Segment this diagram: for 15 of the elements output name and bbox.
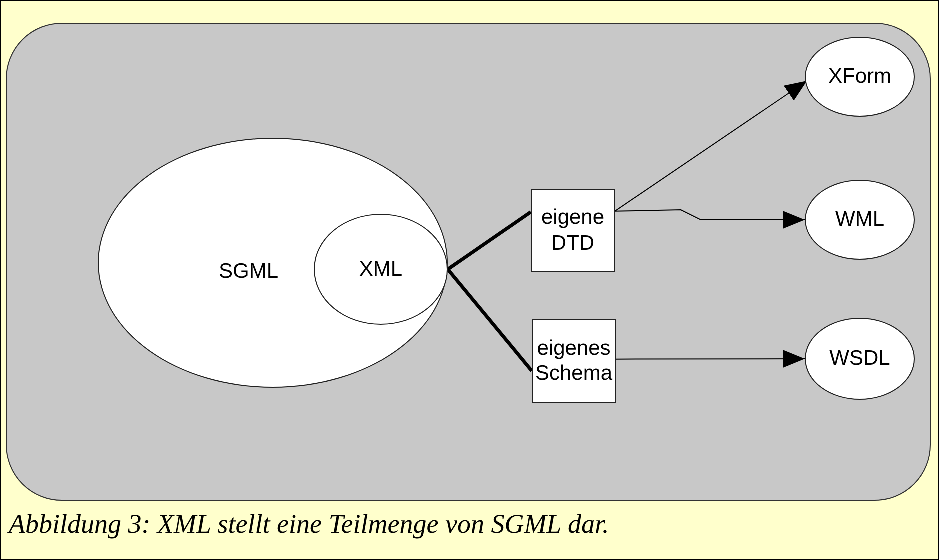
node-label: WML	[836, 207, 884, 233]
node-label: XForm	[828, 64, 892, 90]
process-box	[531, 189, 615, 272]
node-label: eigene DTD	[540, 205, 606, 256]
node-label: SGML	[219, 259, 279, 284]
figure-caption: Abbildung 3: XML stellt eine Teilmenge von SGML dar.	[9, 509, 610, 540]
connector	[446, 268, 534, 372]
connector	[614, 80, 808, 212]
connector	[616, 350, 806, 368]
node-label: eigenes Schema	[534, 336, 614, 386]
connector	[614, 210, 806, 229]
connector	[447, 210, 532, 271]
process-box	[532, 319, 616, 403]
node-label: XML	[359, 256, 403, 282]
node-label: WSDL	[830, 346, 890, 372]
